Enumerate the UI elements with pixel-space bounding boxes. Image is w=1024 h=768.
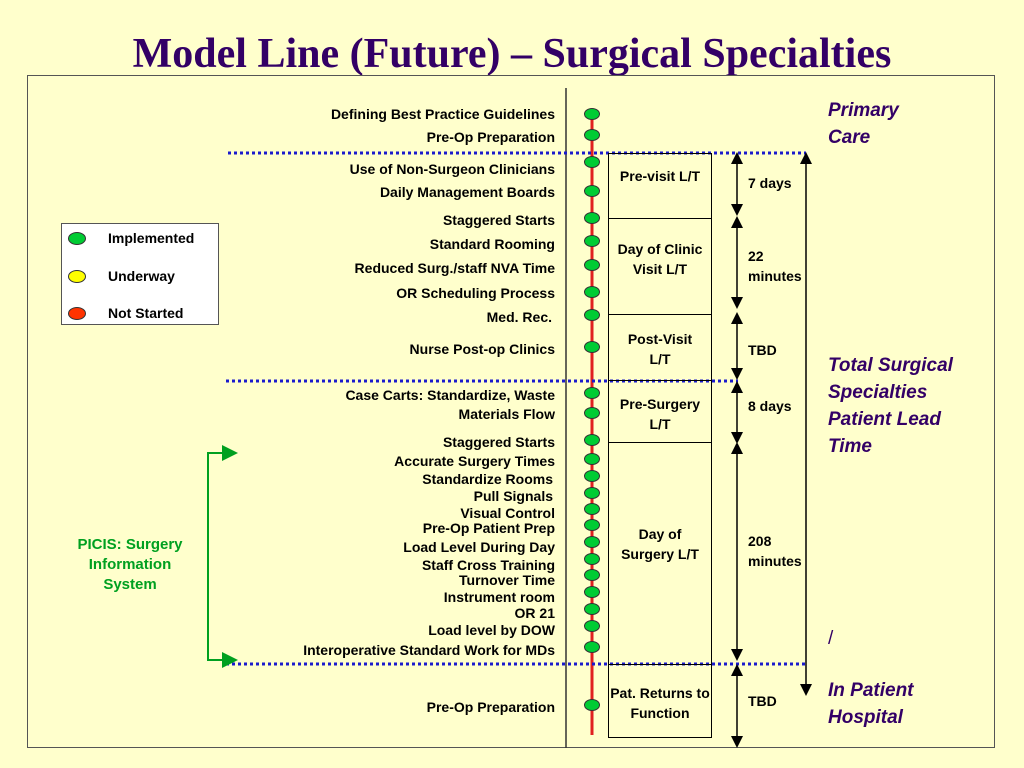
status-dot-implemented (584, 487, 600, 499)
red-dot-icon (68, 307, 86, 320)
status-dot-implemented (584, 212, 600, 224)
status-dot-implemented (584, 259, 600, 271)
step-label: OR Scheduling Process (396, 285, 555, 301)
legend-label: Underway (108, 268, 175, 284)
duration-previsit: 7 days (748, 175, 792, 191)
step-label: Pre-Op Preparation (426, 699, 555, 715)
legend: Implemented Underway Not Started (61, 223, 219, 325)
status-dot-implemented (584, 536, 600, 548)
step-label: Nurse Post-op Clinics (409, 341, 555, 357)
primary-care-label: Primary Care (828, 100, 899, 148)
status-dot-implemented (584, 407, 600, 419)
duration-presurgery: 8 days (748, 398, 792, 414)
duration-clinic: 22 minutes (748, 248, 802, 284)
phase-box-returns: Pat. Returns to Function (608, 664, 712, 738)
slash-label: / (828, 628, 834, 649)
status-dot-implemented (584, 699, 600, 711)
yellow-dot-icon (68, 270, 86, 283)
step-label: Instrument room (443, 589, 555, 605)
step-label: Use of Non-Surgeon Clinicians (349, 161, 555, 177)
green-dot-icon (68, 232, 86, 245)
duration-dayofsurgery: 208 minutes (748, 533, 802, 569)
step-label: Standardize Rooms (422, 471, 553, 487)
step-label: Defining Best Practice Guidelines (330, 106, 555, 122)
step-label: Reduced Surg./staff NVA Time (354, 260, 555, 276)
step-label: Load Level During Day (403, 539, 555, 555)
step-label: Load level by DOW (428, 622, 555, 638)
status-dot-implemented (584, 453, 600, 465)
step-label: Pre-Op Patient Prep (422, 520, 555, 536)
phase-box-presurgery: Pre-Surgery L/T (608, 380, 712, 443)
status-dot-implemented (584, 569, 600, 581)
status-dot-implemented (584, 108, 600, 120)
step-label: OR 21 (514, 605, 555, 621)
duration-postvisit: TBD (748, 342, 777, 358)
step-label: Case Carts: Standardize, Waste (345, 387, 555, 403)
legend-label: Not Started (108, 305, 184, 321)
status-dot-implemented (584, 503, 600, 515)
step-label: Staff Cross Training (421, 557, 555, 573)
duration-returns: TBD (748, 693, 777, 709)
legend-label: Implemented (108, 230, 195, 246)
phase-box-postvisit: Post-Visit L/T (608, 314, 712, 381)
phase-box-previsit: Pre-visit L/T (608, 153, 712, 219)
phase-box-clinic: Day of Clinic Visit L/T (608, 218, 712, 315)
step-label: Interoperative Standard Work for MDs (303, 642, 555, 658)
status-dot-implemented (584, 156, 600, 168)
status-dot-implemented (584, 603, 600, 615)
status-dot-implemented (584, 434, 600, 446)
status-dot-implemented (584, 470, 600, 482)
picis-label: PICIS: Surgery Information System (77, 536, 183, 593)
step-label: Med. Rec. (486, 309, 552, 325)
step-label: Pull Signals (473, 488, 553, 504)
step-label: Standard Rooming (429, 236, 555, 252)
picis-bracket (207, 452, 228, 661)
status-dot-implemented (584, 129, 600, 141)
step-label: Staggered Starts (442, 212, 555, 228)
step-label: Materials Flow (458, 406, 555, 422)
in-patient-hospital-label: In Patient Hospital (828, 680, 914, 728)
status-dot-implemented (584, 341, 600, 353)
step-label: Staggered Starts (442, 434, 555, 450)
status-dot-implemented (584, 309, 600, 321)
step-label: Visual Control (460, 505, 555, 521)
status-dot-implemented (584, 519, 600, 531)
step-label: Daily Management Boards (379, 184, 555, 200)
status-dot-implemented (584, 185, 600, 197)
status-dot-implemented (584, 620, 600, 632)
step-label: Turnover Time (459, 572, 555, 588)
status-dot-implemented (584, 553, 600, 565)
status-dot-implemented (584, 286, 600, 298)
step-label: Accurate Surgery Times (394, 453, 555, 469)
status-dot-implemented (584, 586, 600, 598)
status-dot-implemented (584, 387, 600, 399)
diagram-frame (27, 75, 995, 748)
step-label: Pre-Op Preparation (426, 129, 555, 145)
phase-box-dayofsurgery: Day of Surgery L/T (608, 442, 712, 665)
page-title: Model Line (Future) – Surgical Specialti… (132, 31, 892, 77)
status-dot-implemented (584, 235, 600, 247)
status-dot-implemented (584, 641, 600, 653)
total-lead-time-label: Total Surgical Specialties Patient Lead … (828, 355, 953, 457)
